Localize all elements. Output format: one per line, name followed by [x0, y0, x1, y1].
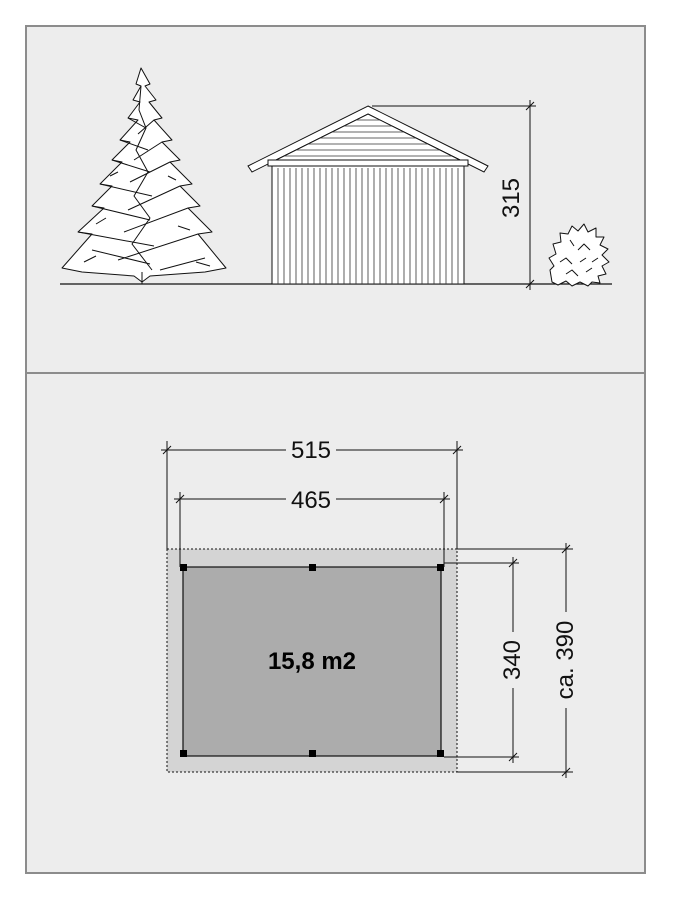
- label-mask: [286, 486, 336, 512]
- post: [309, 750, 316, 757]
- label-mask: [498, 632, 528, 688]
- section-divider: [25, 372, 646, 374]
- height-dimension: [372, 100, 536, 290]
- outer-depth-label: ca. 390: [552, 621, 579, 700]
- tree-icon: [61, 67, 227, 284]
- post: [180, 750, 187, 757]
- posts: [180, 564, 444, 757]
- post: [309, 564, 316, 571]
- outer-width-label: 515: [291, 437, 331, 464]
- post: [180, 564, 187, 571]
- post: [437, 564, 444, 571]
- bush-icon: [548, 223, 610, 287]
- height-label: 315: [498, 178, 525, 218]
- label-mask: [551, 612, 581, 708]
- inner-depth-label: 340: [499, 640, 526, 680]
- area-label: 15,8 m2: [268, 648, 356, 675]
- wall-cladding: [277, 168, 459, 284]
- inner-width-label: 465: [291, 487, 331, 514]
- plan-view: 15,8 m2 515 465: [161, 436, 581, 778]
- shed-elevation: [247, 105, 489, 285]
- elevation-view: 315: [60, 67, 612, 290]
- roof-beam: [267, 159, 469, 167]
- label-mask: [286, 436, 336, 462]
- floor-area: [182, 566, 442, 757]
- roof-gable: [275, 113, 461, 161]
- gable-cladding: [284, 119, 452, 157]
- post: [437, 750, 444, 757]
